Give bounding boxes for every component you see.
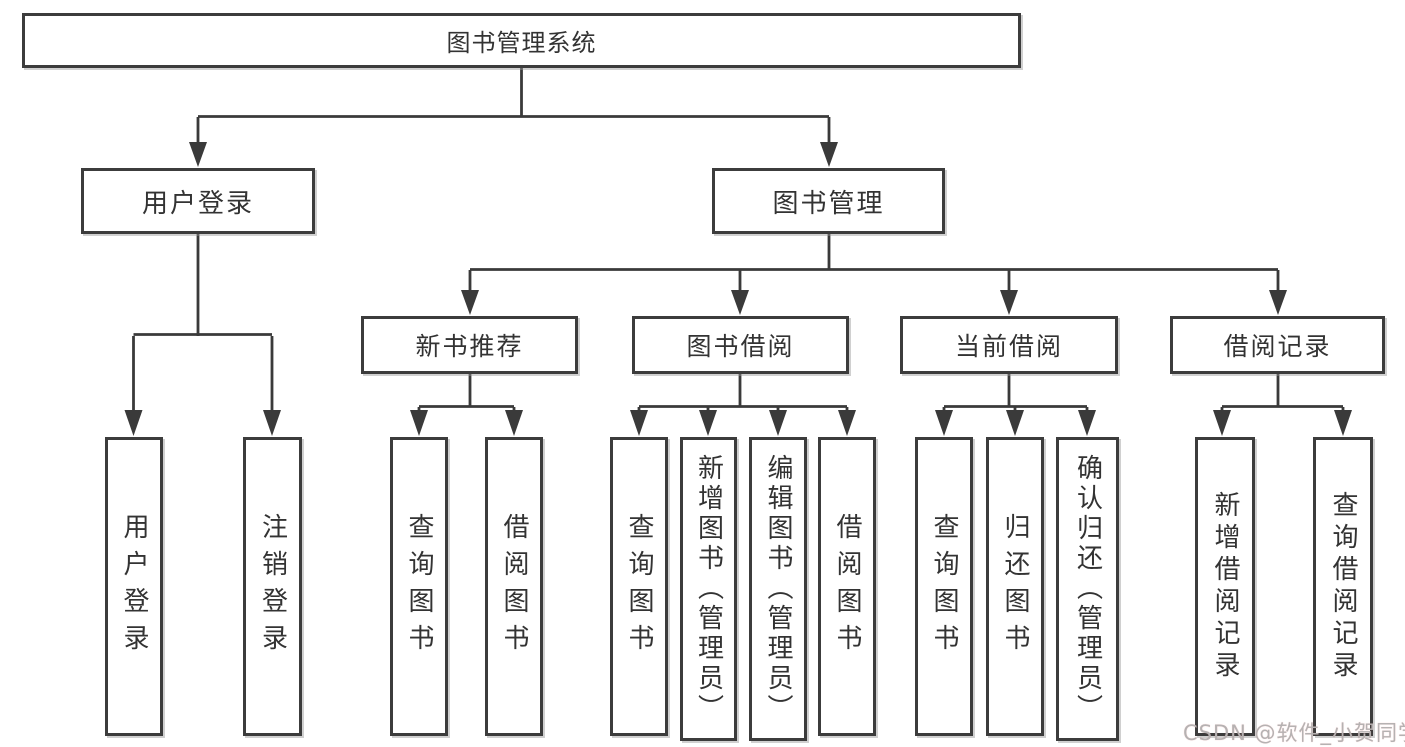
leaf-borrow-books-label: 借阅图书 bbox=[832, 512, 862, 661]
node-user-login-label: 用户登录 bbox=[141, 188, 254, 219]
leaf-user-login: 用户登录 bbox=[105, 437, 163, 736]
leaf-query-books-borrow: 查询图书 bbox=[610, 437, 668, 736]
leaf-query-books-current: 查询图书 bbox=[915, 437, 973, 736]
leaf-query-books-recommend-label: 查询图书 bbox=[404, 512, 434, 661]
leaf-borrow-books-recommend-label: 借阅图书 bbox=[499, 512, 529, 661]
leaf-confirm-return-admin: 确认归还（管理员） bbox=[1056, 437, 1119, 741]
node-book-borrow: 图书借阅 bbox=[632, 316, 849, 374]
leaf-add-borrow-record-label: 新增借阅记录 bbox=[1210, 490, 1240, 683]
node-borrow-records-label: 借阅记录 bbox=[1223, 332, 1332, 361]
node-user-login: 用户登录 bbox=[81, 168, 315, 234]
leaf-edit-book-admin-label: 编辑图书（管理员） bbox=[763, 454, 793, 724]
leaf-add-borrow-record: 新增借阅记录 bbox=[1195, 437, 1255, 736]
node-book-management: 图书管理 bbox=[712, 168, 945, 234]
node-root-label: 图书管理系统 bbox=[446, 29, 597, 57]
leaf-query-books-borrow-label: 查询图书 bbox=[624, 512, 654, 661]
node-current-borrow-label: 当前借阅 bbox=[954, 332, 1063, 361]
leaf-query-books-current-label: 查询图书 bbox=[929, 512, 959, 661]
leaf-edit-book-admin: 编辑图书（管理员） bbox=[749, 437, 807, 741]
leaf-logout: 注销登录 bbox=[243, 437, 302, 736]
leaf-return-books: 归还图书 bbox=[986, 437, 1044, 736]
leaf-query-borrow-record: 查询借阅记录 bbox=[1313, 437, 1373, 736]
node-current-borrow: 当前借阅 bbox=[900, 316, 1118, 374]
leaf-return-books-label: 归还图书 bbox=[1000, 512, 1030, 661]
leaf-logout-label: 注销登录 bbox=[257, 512, 288, 661]
csdn-watermark: CSDN @软件_小贺同学 bbox=[1183, 721, 1405, 745]
leaf-add-book-admin: 新增图书（管理员） bbox=[680, 437, 737, 741]
node-new-book-recommend-label: 新书推荐 bbox=[415, 332, 524, 361]
node-borrow-records: 借阅记录 bbox=[1170, 316, 1385, 374]
node-book-management-label: 图书管理 bbox=[772, 188, 885, 219]
leaf-query-books-recommend: 查询图书 bbox=[390, 437, 448, 736]
leaf-borrow-books-recommend: 借阅图书 bbox=[485, 437, 543, 736]
leaf-borrow-books: 借阅图书 bbox=[818, 437, 876, 736]
arrowheads bbox=[124, 142, 1352, 436]
leaf-confirm-return-admin-label: 确认归还（管理员） bbox=[1072, 454, 1103, 724]
node-root: 图书管理系统 bbox=[22, 13, 1021, 68]
leaf-user-login-label: 用户登录 bbox=[119, 512, 149, 661]
node-book-borrow-label: 图书借阅 bbox=[686, 332, 795, 361]
leaf-add-book-admin-label: 新增图书（管理员） bbox=[693, 454, 724, 724]
leaf-query-borrow-record-label: 查询借阅记录 bbox=[1328, 490, 1358, 683]
node-new-book-recommend: 新书推荐 bbox=[361, 316, 578, 374]
